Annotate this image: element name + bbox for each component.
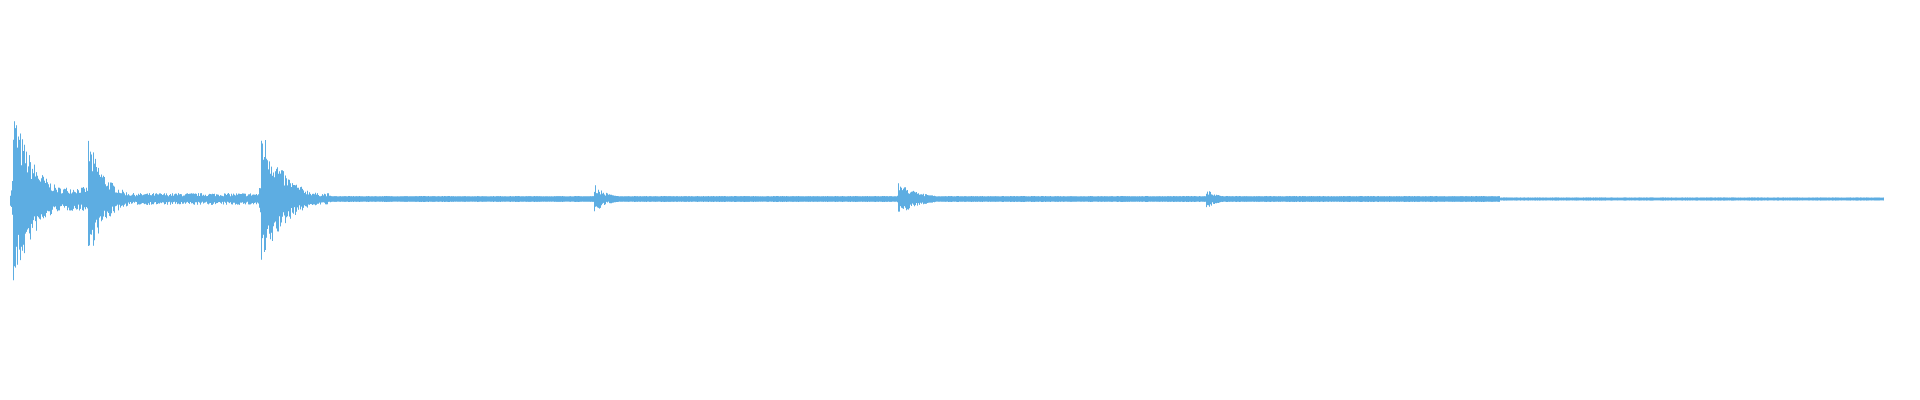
waveform-trace <box>10 121 1884 281</box>
